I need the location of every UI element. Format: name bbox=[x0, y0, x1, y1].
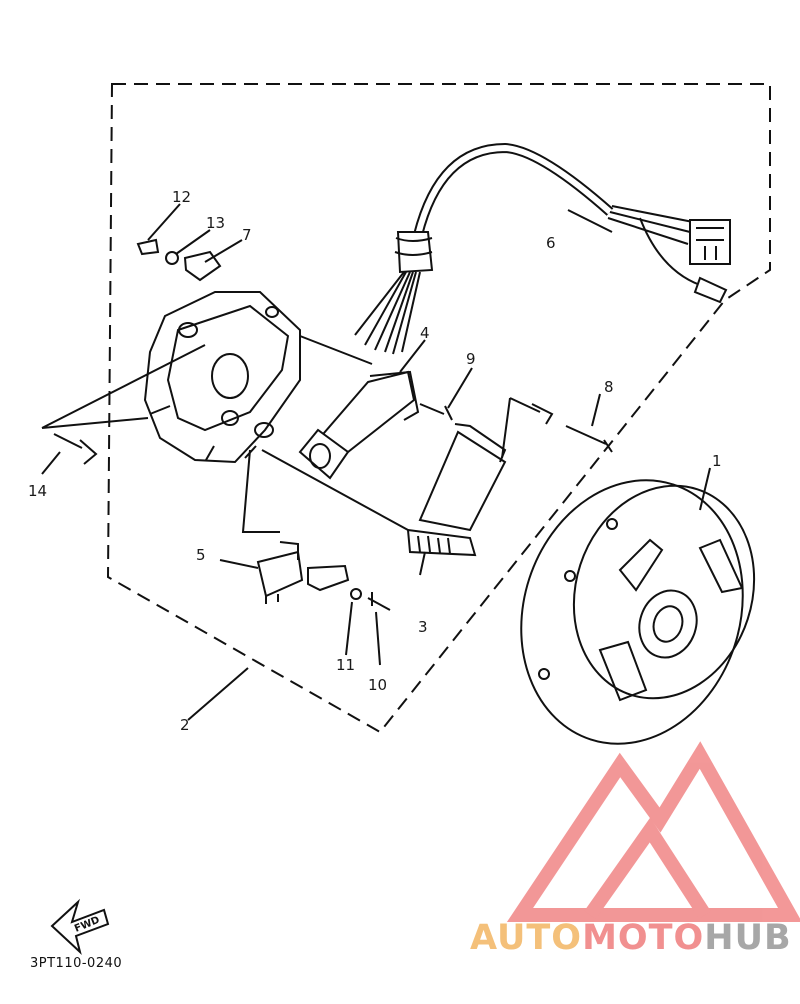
callout-14: 14 bbox=[28, 482, 47, 500]
pickup-bracket bbox=[307, 564, 350, 592]
callout-6: 6 bbox=[546, 234, 556, 252]
washer-11 bbox=[350, 588, 362, 600]
flywheel-rotor bbox=[520, 479, 756, 745]
wire-harness bbox=[354, 142, 731, 355]
callout-13: 13 bbox=[206, 214, 225, 232]
leader-line-coil-to-plate bbox=[41, 335, 409, 533]
pickup-coil bbox=[256, 541, 304, 604]
callout-11: 11 bbox=[336, 656, 355, 674]
callout-leaders bbox=[41, 203, 711, 721]
callout-4: 4 bbox=[420, 324, 430, 342]
callout-10: 10 bbox=[368, 676, 387, 694]
callout-2: 2 bbox=[180, 716, 190, 734]
charge-coil bbox=[406, 423, 507, 557]
screw-12 bbox=[136, 238, 160, 256]
callout-8: 8 bbox=[604, 378, 614, 396]
screw-14 bbox=[53, 433, 98, 465]
stator-base-plate bbox=[143, 291, 301, 464]
callout-9: 9 bbox=[466, 350, 476, 368]
leader-line-screw-8 bbox=[501, 397, 541, 459]
brand-watermark-text: AUTOMOTOHUB bbox=[470, 918, 792, 958]
clamp-7 bbox=[183, 250, 222, 282]
watermark-logo bbox=[506, 741, 800, 922]
screw-8 bbox=[531, 403, 613, 453]
screw-10 bbox=[367, 592, 391, 611]
callout-3: 3 bbox=[418, 618, 428, 636]
part-reference-code: 3PT110-0240 bbox=[30, 956, 123, 971]
forward-direction-arrow bbox=[50, 898, 110, 956]
washer-13 bbox=[165, 251, 179, 265]
callout-12: 12 bbox=[172, 188, 191, 206]
callout-1: 1 bbox=[712, 452, 722, 470]
stator-assembly-boundary bbox=[106, 83, 771, 734]
screw-9 bbox=[419, 403, 453, 421]
callout-7: 7 bbox=[242, 226, 252, 244]
lighting-coil bbox=[298, 370, 420, 480]
callout-5: 5 bbox=[196, 546, 206, 564]
